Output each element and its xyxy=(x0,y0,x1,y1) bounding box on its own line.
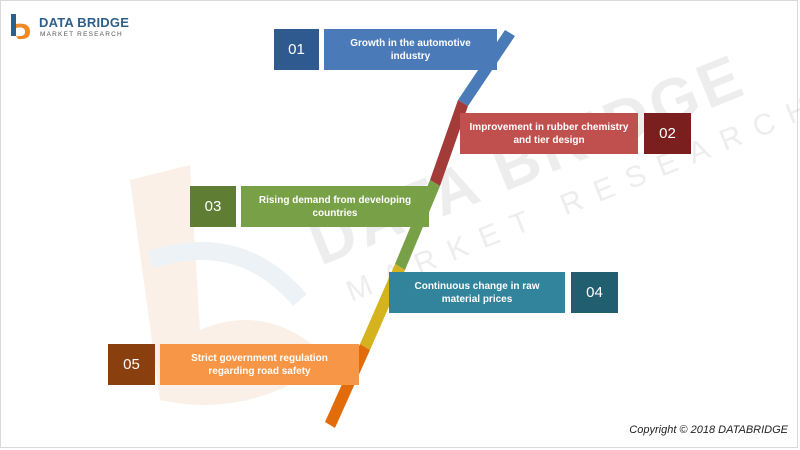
item-02-number: 02 xyxy=(644,113,691,154)
connector-segment-2 xyxy=(430,100,468,186)
item-01-label: Growth in the automotive industry xyxy=(324,29,497,70)
item-05-label: Strict government regulation regarding r… xyxy=(160,344,359,385)
item-03-number: 03 xyxy=(190,186,236,227)
copyright-text: Copyright © 2018 DATABRIDGE xyxy=(629,424,788,436)
item-04-label: Continuous change in raw material prices xyxy=(389,272,565,313)
item-05-number: 05 xyxy=(108,344,155,385)
item-02-label: Improvement in rubber chemistry and tier… xyxy=(460,113,638,154)
item-03-label: Rising demand from developing countries xyxy=(241,186,429,227)
brand-logo: DATA BRIDGE MARKET RESEARCH xyxy=(8,10,130,44)
item-04-number: 04 xyxy=(571,272,618,313)
logo-mark-icon xyxy=(11,14,30,40)
logo-title: DATA BRIDGE xyxy=(39,15,130,30)
item-01-number: 01 xyxy=(274,29,319,70)
logo-subtitle: MARKET RESEARCH xyxy=(40,31,123,38)
